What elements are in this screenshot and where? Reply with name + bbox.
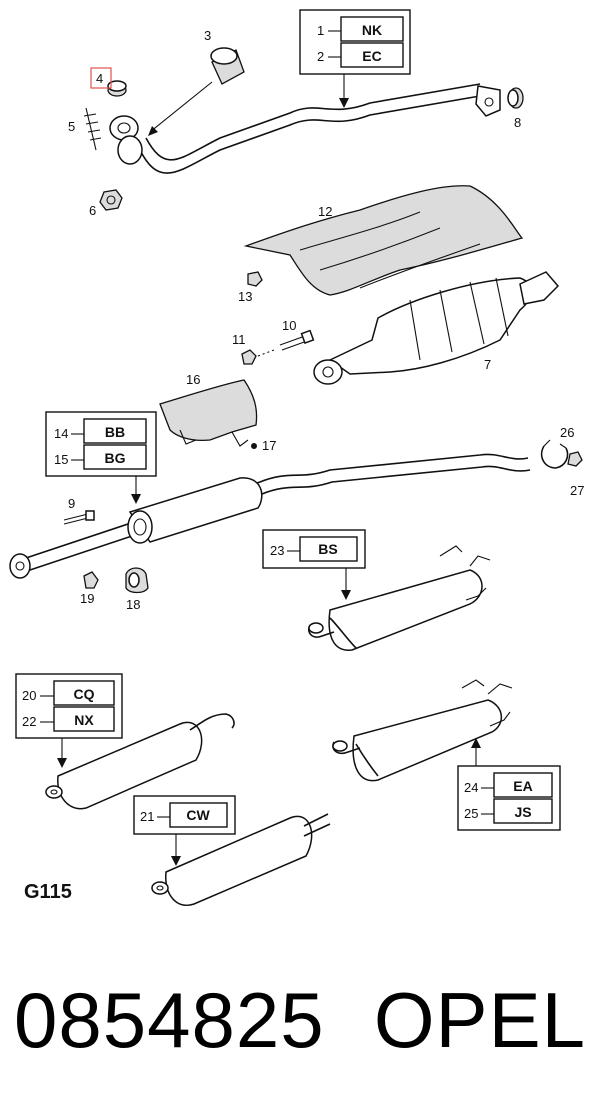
rear-silencer-bs[interactable] — [307, 545, 491, 651]
label-15: 15 — [54, 452, 68, 467]
part-5-stud[interactable] — [83, 107, 102, 151]
catalytic-flange[interactable] — [109, 115, 143, 165]
part-13-nut[interactable] — [247, 271, 263, 287]
code-bg: BG — [105, 450, 126, 466]
part-26-clamp[interactable] — [540, 439, 569, 469]
code-bb: BB — [105, 424, 125, 440]
part-6-nut[interactable] — [99, 189, 123, 211]
part-8-gasket[interactable] — [507, 87, 524, 109]
label-12: 12 — [318, 204, 332, 219]
label-17: 17 — [262, 438, 276, 453]
code-nk: NK — [362, 22, 382, 38]
label-1: 1 — [317, 23, 324, 38]
code-js: JS — [514, 804, 531, 820]
rear-silencer-cw[interactable] — [151, 813, 331, 906]
label-6: 6 — [89, 203, 96, 218]
label-8: 8 — [514, 115, 521, 130]
label-4-highlighted[interactable]: 4 — [96, 71, 103, 86]
label-14: 14 — [54, 426, 68, 441]
middle-silencer-bb-bg[interactable] — [127, 477, 263, 544]
label-13: 13 — [238, 289, 252, 304]
code-bs: BS — [318, 541, 337, 557]
label-9: 9 — [68, 496, 75, 511]
label-18: 18 — [126, 597, 140, 612]
part-27-nut[interactable] — [567, 451, 583, 467]
label-19: 19 — [80, 591, 94, 606]
part-number: 0854825 — [14, 976, 325, 1064]
label-5: 5 — [68, 119, 75, 134]
label-24: 24 — [464, 780, 478, 795]
middle-exhaust-pipe[interactable] — [9, 453, 531, 579]
code-ec: EC — [362, 48, 381, 64]
codebox-bb-bg: 14 15 BB BG — [45, 411, 157, 504]
part-3-rubber-mount[interactable] — [148, 47, 245, 136]
label-16: 16 — [186, 372, 200, 387]
code-cq: CQ — [74, 686, 95, 702]
code-ea: EA — [513, 778, 532, 794]
label-3: 3 — [204, 28, 211, 43]
exhaust-system-diagram: 1 2 NK EC 14 15 BB BG 23 BS 20 — [9, 9, 584, 906]
highlight-box — [90, 67, 112, 89]
label-22: 22 — [22, 714, 36, 729]
label-11: 11 — [232, 332, 246, 347]
part-10-bolt[interactable] — [279, 329, 315, 351]
codebox-bs: 23 BS — [262, 529, 366, 600]
codebox-nk-ec: 1 2 NK EC — [299, 9, 411, 108]
part-9-bolt[interactable] — [63, 510, 95, 525]
label-21: 21 — [140, 809, 154, 824]
part-11-nut[interactable] — [241, 349, 275, 365]
part-17-clip[interactable] — [251, 443, 257, 449]
footer: 0854825 OPEL — [0, 975, 600, 1070]
code-cw: CW — [186, 807, 210, 823]
front-exhaust-pipe[interactable] — [139, 83, 501, 174]
label-7: 7 — [484, 357, 491, 372]
label-26: 26 — [560, 425, 574, 440]
part-4-seal-ring[interactable] — [107, 80, 127, 97]
label-2: 2 — [317, 49, 324, 64]
codebox-cq-nx: 20 22 CQ NX — [15, 673, 123, 768]
codebox-ea-js: 24 25 EA JS — [457, 738, 561, 831]
label-10: 10 — [282, 318, 296, 333]
part-7-catalytic-converter[interactable] — [313, 271, 560, 385]
label-23: 23 — [270, 543, 284, 558]
figure-code: G115 — [24, 881, 72, 903]
part-16-heat-shield[interactable] — [159, 379, 258, 447]
rear-silencer-cq-nx[interactable] — [45, 713, 235, 810]
part-18-rubber-mount[interactable] — [125, 567, 149, 594]
part-19-nut[interactable] — [83, 571, 99, 589]
label-25: 25 — [464, 806, 478, 821]
label-20: 20 — [22, 688, 36, 703]
codebox-cw: 21 CW — [133, 795, 236, 866]
rear-silencer-ea-js[interactable] — [332, 679, 513, 782]
part-12-heat-shield[interactable] — [243, 185, 524, 296]
label-27: 27 — [570, 483, 584, 498]
brand-name: OPEL — [373, 976, 586, 1064]
code-nx: NX — [74, 712, 94, 728]
